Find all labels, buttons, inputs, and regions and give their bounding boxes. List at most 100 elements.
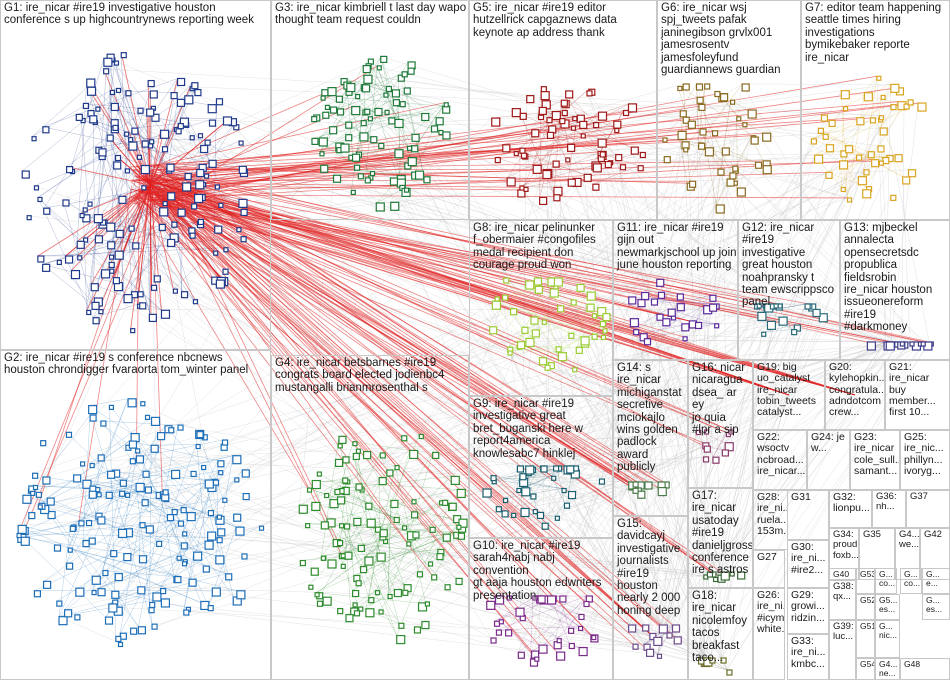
edge-gray <box>222 498 334 540</box>
node <box>167 238 176 248</box>
group-box-g46: G4... ne... <box>875 658 900 680</box>
group-label: G17: ire_nicar usatoday #ire19 danieljgr… <box>692 490 753 577</box>
node <box>114 250 124 260</box>
group-box-g7: G7: editor team happening seattle times … <box>801 0 950 220</box>
edge-gray <box>149 139 777 305</box>
edge-intra <box>91 54 108 303</box>
edge-gray <box>519 147 733 167</box>
node <box>505 629 513 637</box>
group-box-g27: G27 <box>753 550 785 588</box>
edge-gray <box>583 174 629 626</box>
edge-intra <box>37 137 129 198</box>
node <box>222 268 229 275</box>
node <box>521 326 529 334</box>
edge-intra <box>57 260 93 303</box>
node <box>578 646 588 657</box>
node <box>629 318 640 328</box>
group-label: G31 <box>791 491 811 503</box>
edge-hub <box>162 166 678 295</box>
edge-gray <box>507 154 896 352</box>
node <box>698 142 706 150</box>
node <box>32 472 39 479</box>
node <box>109 268 115 274</box>
node <box>91 301 100 311</box>
node <box>393 588 403 598</box>
edge-hub <box>142 174 527 471</box>
edge-intra <box>548 346 557 363</box>
edge-intra <box>89 491 179 522</box>
edge-gray <box>404 87 684 337</box>
node <box>76 240 85 249</box>
edge-intra <box>68 547 209 606</box>
edge-intra <box>299 479 344 506</box>
edge-intra <box>406 452 433 543</box>
edge-intra <box>383 527 431 540</box>
group-label: G6: ire_nicar wsj spj_tweets pafak janin… <box>661 2 781 77</box>
edge-intra <box>415 106 443 172</box>
edge-gray <box>80 432 727 463</box>
edge-intra <box>102 448 136 571</box>
group-box-g24: G24: je w... <box>807 430 850 490</box>
edge-gray <box>732 165 925 343</box>
node <box>575 346 583 354</box>
edge-intra <box>21 479 214 538</box>
edge-gray <box>710 341 868 573</box>
edge-gray <box>388 117 668 634</box>
node <box>401 71 408 78</box>
edge-intra <box>319 116 369 153</box>
node <box>351 153 361 162</box>
node <box>750 136 759 145</box>
node <box>110 550 118 558</box>
edge-gray <box>701 341 925 659</box>
edge-hub <box>136 166 140 456</box>
edge-intra <box>102 570 139 627</box>
group-label: G2: ire_nicar #ire19 s conference nbcnew… <box>4 352 249 377</box>
node <box>920 341 926 347</box>
edge-intra <box>98 148 152 317</box>
edge-gray <box>722 151 869 451</box>
edge-intra <box>356 108 376 153</box>
node <box>353 164 361 171</box>
edge-gray <box>890 103 919 343</box>
node <box>694 321 703 330</box>
node <box>519 185 525 191</box>
edge-hub <box>135 164 651 634</box>
edge-gray <box>379 442 703 478</box>
edge-gray <box>720 332 762 659</box>
node <box>149 601 156 609</box>
edge-gray <box>358 173 893 343</box>
edge-intra <box>97 470 219 589</box>
node <box>183 609 190 616</box>
node <box>86 86 97 96</box>
node <box>223 247 229 253</box>
node <box>97 588 106 597</box>
node <box>159 207 169 217</box>
node <box>352 452 360 461</box>
edge-gray <box>114 60 657 280</box>
node <box>530 493 537 500</box>
node <box>342 456 350 464</box>
node <box>361 84 371 93</box>
node <box>327 87 337 97</box>
edge-intra <box>93 120 150 140</box>
node <box>345 121 353 129</box>
node <box>804 303 811 310</box>
node <box>107 241 116 250</box>
node <box>559 595 567 603</box>
node <box>37 196 43 203</box>
edge-gray <box>706 577 714 659</box>
node <box>305 523 311 529</box>
node <box>128 440 138 449</box>
node <box>553 194 561 202</box>
node <box>177 123 184 130</box>
node <box>391 89 401 98</box>
node <box>139 522 146 529</box>
node <box>450 475 460 486</box>
edge-gray <box>555 346 572 471</box>
edge-intra <box>81 118 129 138</box>
node <box>53 544 62 552</box>
node <box>644 481 653 490</box>
node <box>201 464 207 471</box>
node <box>195 443 201 450</box>
edge-gray <box>171 470 548 597</box>
